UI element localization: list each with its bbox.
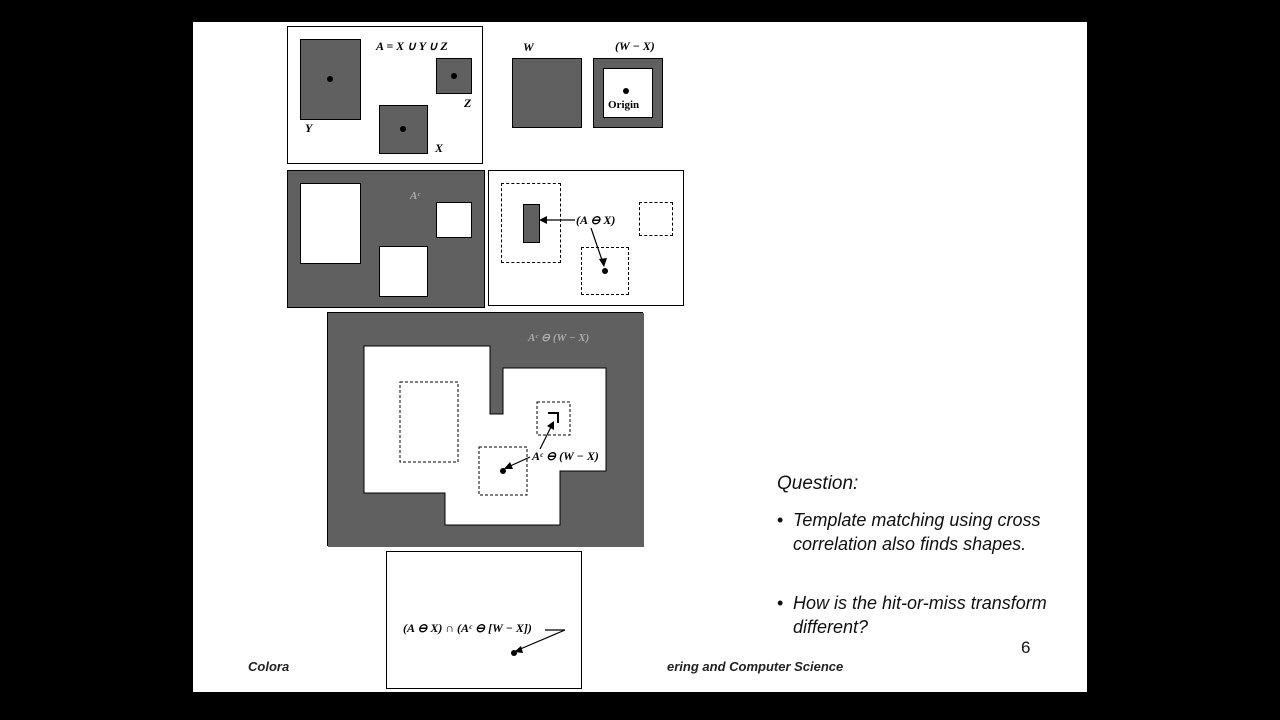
origin-dot bbox=[623, 88, 629, 94]
window-w-minus-x: Origin bbox=[593, 58, 663, 128]
dashed-y bbox=[501, 183, 561, 263]
complement-erosion-graphic bbox=[328, 313, 644, 547]
panel-final-result: (A ⊖ X) ∩ (Aᶜ ⊖ [W − X]) bbox=[386, 551, 582, 689]
final-result-arrow bbox=[511, 629, 566, 656]
label-z: Z bbox=[464, 96, 472, 110]
bullet-marker: • bbox=[777, 510, 784, 530]
bullet-text: Template matching using cross correlatio… bbox=[793, 510, 1041, 554]
erosion-result bbox=[523, 204, 540, 243]
panel-complement: Aᶜ bbox=[287, 170, 485, 308]
dashed-x bbox=[581, 247, 629, 295]
window-hole: Origin bbox=[603, 68, 653, 118]
panel-set-a: A = X ∪ Y ∪ Z Y Z X bbox=[287, 26, 483, 164]
footer-right: ering and Computer Science bbox=[667, 659, 844, 674]
slide: A = X ∪ Y ∪ Z Y Z X W (W − X) Origin Aᶜ … bbox=[193, 22, 1087, 692]
question-bullet-2: • How is the hit-or-miss transform diffe… bbox=[777, 591, 1047, 639]
hole-z bbox=[436, 202, 472, 238]
bullet-text: How is the hit-or-miss transform differe… bbox=[793, 593, 1047, 637]
page-number: 6 bbox=[1021, 638, 1031, 657]
shape-y bbox=[300, 39, 361, 120]
label-set-a: A = X ∪ Y ∪ Z bbox=[376, 39, 448, 53]
bullet-marker: • bbox=[777, 593, 784, 613]
label-x: X bbox=[435, 141, 444, 155]
dashed-z bbox=[639, 202, 673, 236]
origin-dot-x bbox=[400, 126, 406, 132]
window-w bbox=[512, 58, 582, 128]
question-title: Question: bbox=[777, 473, 859, 494]
label-complement-erosion: Aᶜ ⊖ (W − X) bbox=[528, 332, 590, 344]
origin-dot-z bbox=[451, 73, 457, 79]
erosion-arrows bbox=[539, 216, 607, 267]
label-complement-erosion-pointer: Aᶜ ⊖ (W − X) bbox=[532, 449, 599, 463]
label-complement: Aᶜ bbox=[410, 190, 421, 202]
panel-erosion-a-x: (A ⊖ X) bbox=[488, 170, 684, 306]
erosion-dot-x bbox=[602, 268, 608, 274]
label-w-minus-x: (W − X) bbox=[615, 39, 655, 53]
question-bullet-1: • Template matching using cross correlat… bbox=[777, 508, 1047, 556]
label-final-result: (A ⊖ X) ∩ (Aᶜ ⊖ [W − X]) bbox=[403, 621, 532, 635]
label-erosion-a-x: (A ⊖ X) bbox=[576, 213, 616, 227]
shape-z bbox=[436, 58, 472, 94]
origin-dot-y bbox=[327, 76, 333, 82]
hole-y bbox=[300, 183, 361, 264]
shape-x bbox=[379, 105, 428, 154]
label-origin: Origin bbox=[608, 99, 640, 111]
label-w: W bbox=[523, 40, 534, 54]
label-y: Y bbox=[305, 121, 313, 135]
hole-x bbox=[379, 246, 428, 297]
footer-left: Colora bbox=[248, 659, 290, 674]
panel-complement-erosion: Aᶜ ⊖ (W − X) Aᶜ ⊖ (W − X) bbox=[327, 312, 644, 547]
